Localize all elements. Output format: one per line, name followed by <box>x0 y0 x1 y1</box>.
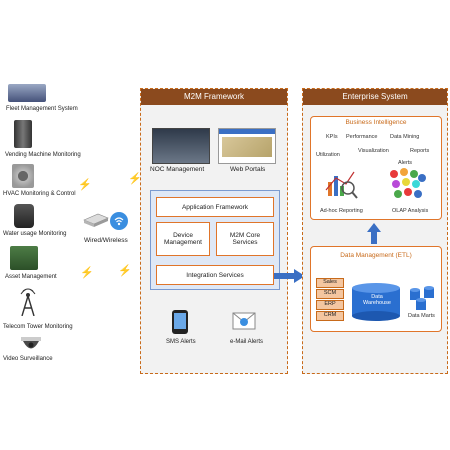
hvac-unit-icon <box>12 164 34 188</box>
application-framework-label: Application Framework <box>181 203 249 211</box>
web-portal-icon <box>218 128 276 164</box>
noc-screen-icon <box>152 128 210 164</box>
email-label: e-Mail Alerts <box>230 339 264 345</box>
bi-keyword: Data Mining <box>390 134 420 140</box>
bi-title: Business Intelligence <box>345 119 407 126</box>
lightning-icon: ⚡ <box>78 179 92 191</box>
up-arrow <box>366 222 382 244</box>
network-label: Wired/Wireless <box>84 237 128 244</box>
enterprise-panel-header: Enterprise System <box>303 89 447 105</box>
bi-keyword: Alerts <box>398 160 413 166</box>
integration-services-box: Integration Services <box>156 265 274 285</box>
generator-icon <box>10 246 38 270</box>
truck-icon <box>8 84 46 102</box>
m2m-core-services-box: M2M Core Services <box>216 222 274 256</box>
bi-keyword: Reports <box>410 148 430 154</box>
bi-keyword: Visualization <box>358 148 389 154</box>
device-label: Water usage Monitoring <box>3 231 67 237</box>
integration-services-label: Integration Services <box>186 271 244 279</box>
m2m-title: M2M Framework <box>183 92 244 101</box>
data-source-item: Sales <box>316 278 344 288</box>
data-marts-label: Data Marts <box>408 313 435 319</box>
device-label: HVAC Monitoring & Control <box>3 191 76 197</box>
olap-analysis-label: OLAP Analysis <box>392 208 429 214</box>
adhoc-reporting-label: Ad-hoc Reporting <box>320 208 363 214</box>
bi-keyword: Utilization <box>316 152 340 158</box>
device-label: Fleet Management System <box>6 106 78 112</box>
data-warehouse-cylinder <box>350 282 402 322</box>
data-source-item: ERP <box>316 300 344 310</box>
web-portals-label: Web Portals <box>230 166 266 173</box>
data-source-item: SCM <box>316 289 344 299</box>
wifi-icon <box>110 212 128 230</box>
m2m-panel-header: M2M Framework <box>141 89 287 105</box>
lightning-icon: ⚡ <box>128 173 142 185</box>
phone-icon <box>172 310 188 334</box>
email-icon <box>232 312 256 330</box>
device-label: Video Surveillance <box>3 356 53 362</box>
bi-keyword: KPIs <box>326 134 338 140</box>
m2m-core-services-label: M2M Core Services <box>229 232 261 246</box>
device-management-box: Device Management <box>156 222 210 256</box>
application-framework-box: Application Framework <box>156 197 274 217</box>
device-management-label: Device Management <box>164 232 202 246</box>
sms-label: SMS Alerts <box>166 339 196 345</box>
data-marts-icon <box>408 286 438 310</box>
device-label: Telecom Tower Monitoring <box>3 324 73 330</box>
olap-cube-icon <box>386 166 428 204</box>
data-source-item: CRM <box>316 311 344 321</box>
enterprise-title: Enterprise System <box>342 92 408 101</box>
camera-icon <box>20 336 42 354</box>
router-icon <box>82 208 110 230</box>
bi-keyword: Performance <box>346 134 378 140</box>
vending-machine-icon <box>14 120 32 148</box>
adhoc-reporting-icon <box>324 168 358 200</box>
water-meter-icon <box>14 204 34 228</box>
business-intelligence-box <box>310 116 442 220</box>
data-warehouse-label: Data Warehouse <box>363 294 391 306</box>
telecom-tower-icon <box>18 288 38 317</box>
integration-arrow <box>274 268 306 284</box>
noc-label: NOC Management <box>150 166 205 173</box>
lightning-icon: ⚡ <box>118 265 132 277</box>
device-label: Vending Machine Monitoring <box>5 152 81 158</box>
lightning-icon: ⚡ <box>80 267 94 279</box>
dm-title: Data Management (ETL) <box>340 252 412 259</box>
device-label: Asset Management <box>5 274 57 280</box>
